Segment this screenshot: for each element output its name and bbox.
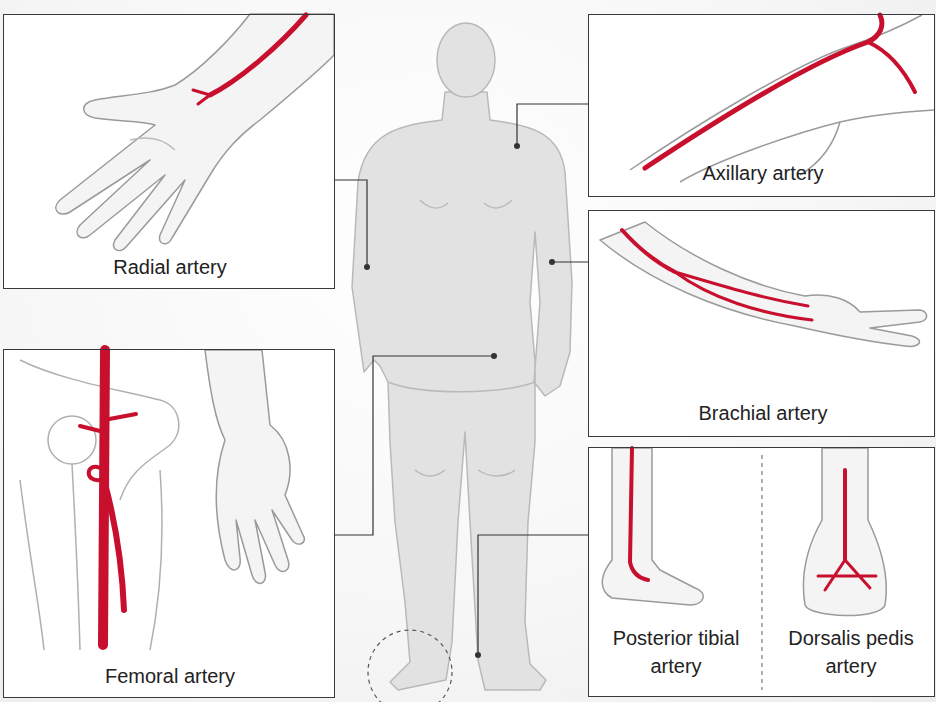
artery [622, 230, 812, 320]
artery-label: Posterior tibial artery [601, 624, 751, 680]
divider [761, 455, 762, 690]
artery-label: Axillary artery [613, 159, 913, 187]
inset-panel: Femoral artery [3, 349, 335, 698]
inset-panel: Brachial artery [588, 210, 935, 437]
artery [645, 15, 915, 168]
focus-circle [368, 630, 452, 702]
inset-panel: Radial artery [3, 14, 335, 289]
leader-dot [364, 143, 555, 658]
foot-drawing [602, 448, 886, 616]
artery [80, 350, 136, 645]
artery-label: Radial artery [20, 253, 320, 281]
artery [630, 448, 876, 590]
artery-label: Brachial artery [613, 399, 913, 427]
artery [193, 15, 306, 104]
inset-panel: Posterior tibial artery Dorsalis pedis ar… [588, 447, 935, 697]
forearm-drawing [600, 222, 927, 346]
panel-ground [3, 14, 935, 698]
artery-label: Femoral artery [20, 662, 320, 690]
hand-drawing [205, 350, 304, 583]
hand-drawing [56, 14, 334, 251]
arm-drawing [630, 15, 934, 182]
leader-line [335, 104, 588, 652]
artery-label: Dorsalis pedis artery [776, 624, 926, 680]
inset-panel: Axillary artery [588, 14, 935, 197]
